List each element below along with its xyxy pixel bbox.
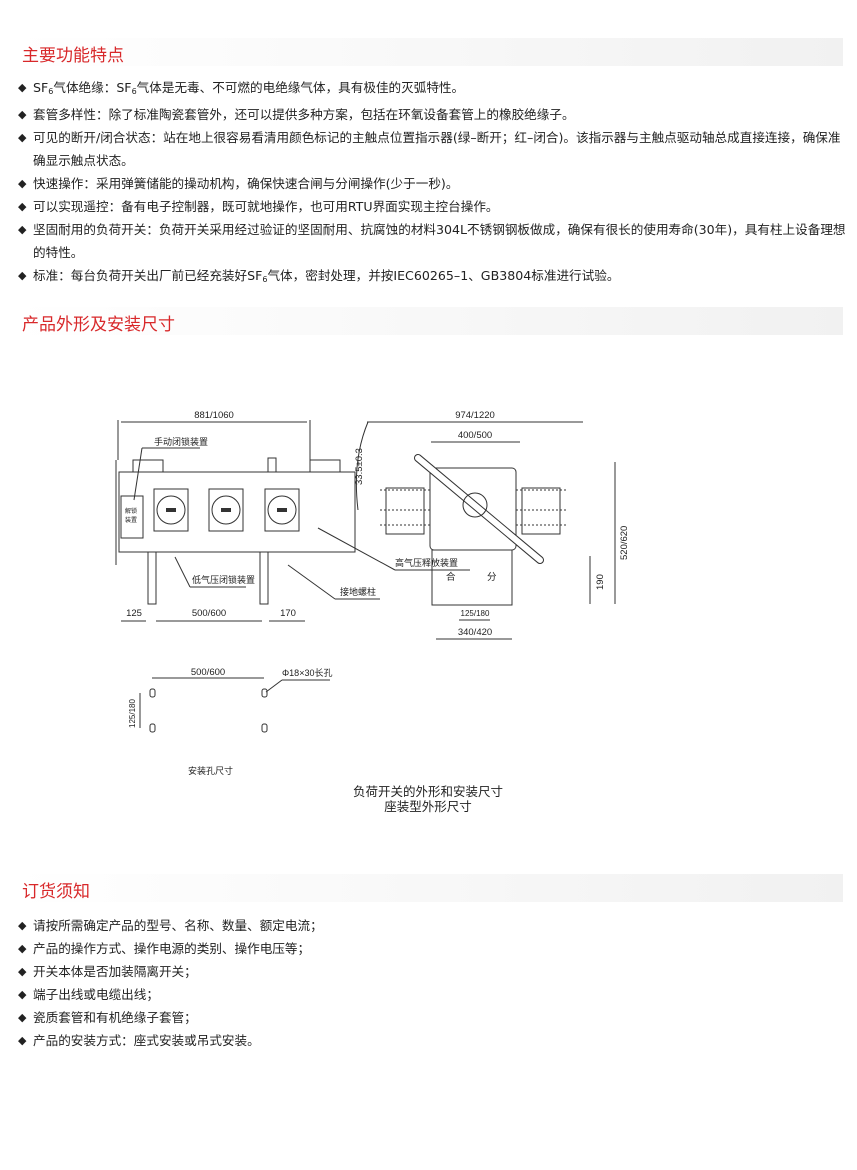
list-item: ◆ 套管多样性：除了标准陶瓷套管外，还可以提供多种方案，包括在环氧设备套管上的橡胶… [18, 103, 848, 126]
dim-width: 881/1060 [194, 410, 234, 421]
text: 端子出线或电缆出线； [33, 987, 159, 1002]
label-ground-stud: 接地螺柱 [340, 586, 376, 597]
dim-side-width: 974/1220 [455, 410, 495, 421]
ordering-list: ◆ 请按所需确定产品的型号、名称、数量、额定电流； ◆ 产品的操作方式、操作电源的类… [18, 914, 848, 1052]
dim-right: 170 [280, 608, 296, 619]
text: 请按所需确定产品的型号、名称、数量、额定电流； [33, 918, 323, 933]
list-item: ◆ 端子出线或电缆出线； [18, 983, 848, 1006]
diamond-bullet-icon: ◆ [18, 919, 27, 932]
label-unlock-device: 装置 [125, 516, 137, 524]
text: 标准：每台负荷开关出厂前已经充装好SF [33, 268, 263, 283]
text: 气体绝缘：SF [53, 80, 132, 95]
dim-mid: 500/600 [192, 608, 226, 619]
dim-side-height: 520/620 [619, 526, 630, 560]
text: 快速操作：采用弹簧储能的操动机构，确保快速合闸与分闸操作(少于一秒)。 [33, 176, 459, 191]
section-title: 主要功能特点 [22, 46, 124, 66]
list-item: ◆ 可见的断开/闭合状态：站在地上很容易看清用颜色标记的主触点位置指示器(绿–断开… [18, 126, 848, 172]
list-item: ◆SF6气体绝缘：SF6气体是无毒、不可燃的电绝缘气体，具有极佳的灭弧特性。 [18, 76, 848, 103]
diamond-bullet-icon: ◆ [18, 81, 27, 94]
dim-left: 125 [126, 608, 142, 619]
section-title: 订货须知 [22, 882, 90, 902]
caption-2: 座装型外形尺寸 [384, 799, 472, 814]
text: 产品的操作方式、操作电源的类别、操作电压等； [33, 941, 311, 956]
diamond-bullet-icon: ◆ [18, 1034, 27, 1047]
diamond-bullet-icon: ◆ [18, 1011, 27, 1024]
list-item: ◆ 坚固耐用的负荷开关：负荷开关采用经过验证的坚固耐用、抗腐蚀的材料304L不锈钢… [18, 218, 848, 264]
text: 瓷质套管和有机绝缘子套管； [33, 1010, 197, 1025]
text: SF [33, 80, 49, 95]
label-manual-lock: 手动闭锁装置 [154, 436, 208, 447]
diamond-bullet-icon: ◆ [18, 131, 27, 144]
caption-1: 负荷开关的外形和安装尺寸 [353, 784, 503, 799]
side-view: 974/1220 400/500 33.5±0.3 合 分 520/620 19… [354, 410, 630, 640]
subscript: 6 [131, 87, 137, 96]
dim-side-top: 400/500 [458, 430, 492, 441]
list-item: ◆ 开关本体是否加装隔离开关； [18, 960, 848, 983]
dim-hole-vertical: 125/180 [128, 699, 137, 728]
list-item: ◆ 产品的安装方式：座式安装或吊式安装。 [18, 1029, 848, 1052]
feature-list: ◆SF6气体绝缘：SF6气体是无毒、不可燃的电绝缘气体，具有极佳的灭弧特性。 ◆… [18, 76, 848, 291]
section-title: 产品外形及安装尺寸 [22, 315, 175, 335]
label-close: 合 [446, 571, 456, 583]
diamond-bullet-icon: ◆ [18, 965, 27, 978]
dim-base-inner: 125/180 [461, 609, 490, 618]
list-item: ◆ 标准：每台负荷开关出厂前已经充装好SF6气体，密封处理，并按IEC60265–… [18, 264, 848, 291]
label-mounting-holes: 安装孔尺寸 [188, 765, 233, 776]
text: 产品的安装方式：座式安装或吊式安装。 [33, 1033, 260, 1048]
dim-base-height: 190 [595, 574, 606, 590]
text: 套管多样性：除了标准陶瓷套管外，还可以提供多种方案，包括在环氧设备套管上的橡胶绝… [33, 107, 575, 122]
text: 可以实现遥控：备有电子控制器，既可就地操作，也可用RTU界面实现主控台操作。 [33, 199, 499, 214]
section-header-features: 主要功能特点 [14, 38, 843, 66]
list-item: ◆ 快速操作：采用弹簧储能的操动机构，确保快速合闸与分闸操作(少于一秒)。 [18, 172, 848, 195]
label-unlock: 解锁 [125, 507, 137, 515]
mounting-holes: 500/600 125/180 Φ18×30长孔 安装孔尺寸 [128, 667, 332, 776]
diamond-bullet-icon: ◆ [18, 223, 27, 236]
label-hole-spec: Φ18×30长孔 [282, 667, 332, 678]
text: 可见的断开/闭合状态：站在地上很容易看清用颜色标记的主触点位置指示器(绿–断开；… [33, 130, 841, 168]
text: 开关本体是否加装隔离开关； [33, 964, 197, 979]
text: 气体是无毒、不可燃的电绝缘气体，具有极佳的灭弧特性。 [136, 80, 465, 95]
bushing-flanges [153, 488, 300, 532]
section-header-dimensions: 产品外形及安装尺寸 [14, 307, 843, 335]
front-view: 881/1060 手动闭锁装置 解锁 装置 低气压闭锁装置 高气压释放装置 接地… [115, 410, 470, 622]
list-item: ◆ 请按所需确定产品的型号、名称、数量、额定电流； [18, 914, 848, 937]
list-item: ◆ 可以实现遥控：备有电子控制器，既可就地操作，也可用RTU界面实现主控台操作。 [18, 195, 848, 218]
dim-angle: 33.5±0.3 [354, 448, 365, 485]
subscript: 6 [262, 275, 268, 284]
label-open: 分 [487, 572, 497, 583]
diamond-bullet-icon: ◆ [18, 200, 27, 213]
dim-base-width: 340/420 [458, 627, 492, 638]
label-low-pressure-lock: 低气压闭锁装置 [192, 574, 255, 585]
list-item: ◆ 瓷质套管和有机绝缘子套管； [18, 1006, 848, 1029]
subscript: 6 [48, 87, 54, 96]
diamond-bullet-icon: ◆ [18, 269, 27, 282]
diamond-bullet-icon: ◆ [18, 108, 27, 121]
text: 坚固耐用的负荷开关：负荷开关采用经过验证的坚固耐用、抗腐蚀的材料304L不锈钢钢… [33, 222, 846, 260]
label-high-pressure-release: 高气压释放装置 [395, 557, 458, 568]
text: 气体，密封处理，并按IEC60265–1、GB3804标准进行试验。 [267, 268, 620, 283]
list-item: ◆ 产品的操作方式、操作电源的类别、操作电压等； [18, 937, 848, 960]
diamond-bullet-icon: ◆ [18, 177, 27, 190]
dim-hole-spacing: 500/600 [191, 667, 225, 678]
section-header-ordering: 订货须知 [14, 874, 843, 902]
diamond-bullet-icon: ◆ [18, 942, 27, 955]
diamond-bullet-icon: ◆ [18, 988, 27, 1001]
